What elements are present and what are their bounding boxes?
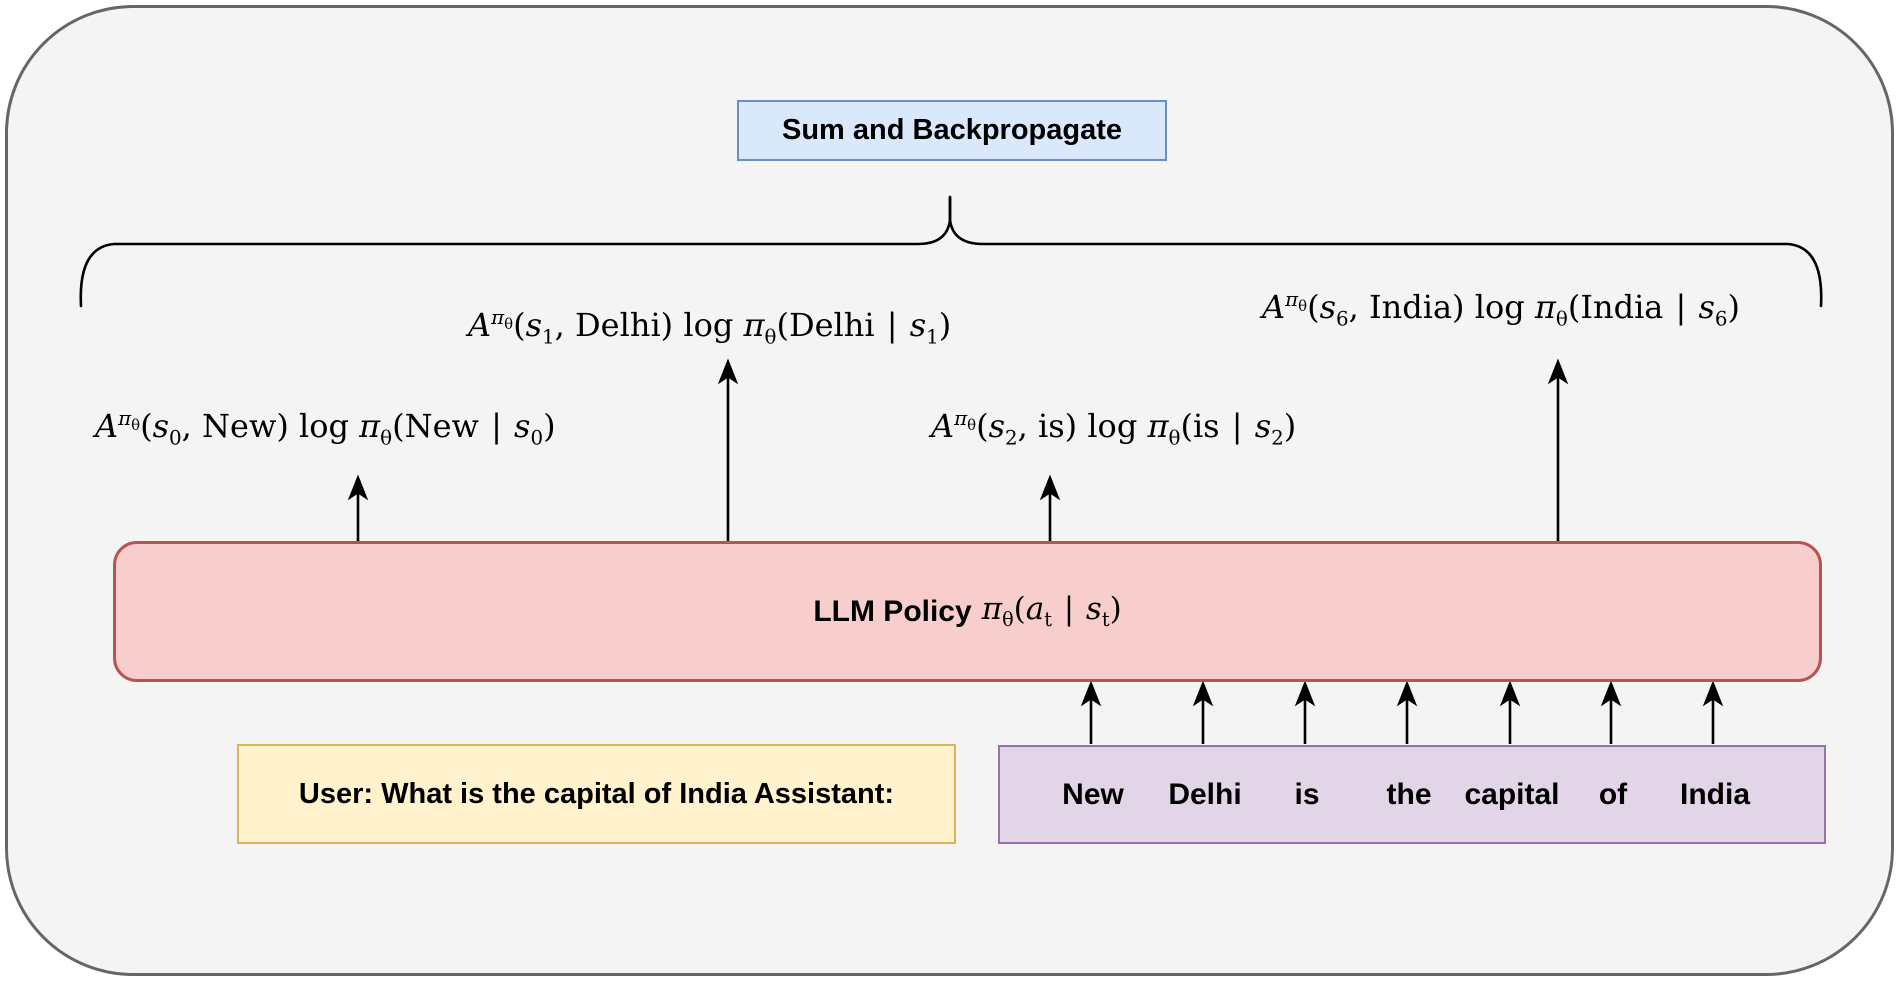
prompt-box: User: What is the capital of India Assis… (237, 744, 956, 844)
response-token: capital (1464, 777, 1560, 811)
llm-policy-label: LLM Policy (813, 594, 972, 628)
gradient-term-formula-s2: Aπθ(s2, is) log πθ(is|s2) (931, 407, 1297, 450)
arrowhead-icon (717, 358, 739, 385)
curly-brace (79, 195, 1823, 308)
response-token: Delhi (1168, 777, 1242, 811)
gradient-term-arrows (347, 358, 1569, 542)
arrowhead-icon (1396, 680, 1418, 707)
arrowhead-icon (1547, 358, 1569, 385)
sum-backpropagate-label: Sum and Backpropagate (781, 114, 1123, 146)
arrowhead-icon (1294, 680, 1316, 707)
gradient-term-formula-s6: Aπθ(s6, India) log πθ(India|s6) (1262, 288, 1740, 331)
llm-policy-math: πθ(at|st) (981, 591, 1122, 632)
arrowhead-icon (347, 474, 369, 501)
prompt-label: User: What is the capital of India Assis… (298, 777, 895, 810)
response-token: of (1598, 777, 1628, 811)
sum-backpropagate-box: Sum and Backpropagate (737, 100, 1167, 161)
response-tokens-box: New Delhi is the capital of India (998, 745, 1826, 844)
response-token: the (1386, 777, 1432, 811)
arrowhead-icon (1192, 680, 1214, 707)
arrowhead-icon (1702, 680, 1724, 707)
token-input-arrows (1080, 680, 1724, 744)
arrowhead-icon (1499, 680, 1521, 707)
arrowhead-icon (1600, 680, 1622, 707)
response-token: New (1062, 777, 1124, 811)
gradient-term-formula-s1: Aπθ(s1, Delhi) log πθ(Delhi|s1) (468, 306, 952, 349)
llm-policy-box: LLM Policy πθ(at|st) (113, 541, 1822, 682)
arrowhead-icon (1039, 474, 1061, 501)
arrowhead-icon (1080, 680, 1102, 707)
gradient-term-formula-s0: Aπθ(s0, New) log πθ(New|s0) (95, 407, 556, 450)
response-token: is (1294, 777, 1320, 811)
response-token: India (1679, 777, 1751, 811)
